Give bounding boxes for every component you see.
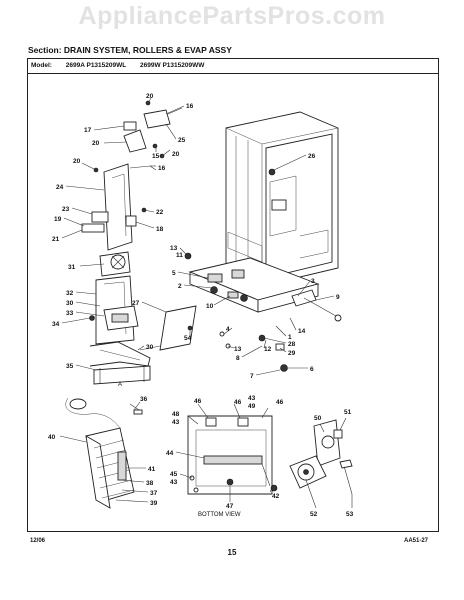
callout-37: 37	[150, 490, 158, 497]
callout-38: 38	[146, 480, 154, 487]
callout-29: 29	[288, 350, 296, 357]
callout-9: 9	[336, 294, 340, 301]
model-number-1: 2699A P1315209WL	[65, 62, 127, 69]
callout-34: 34	[52, 321, 60, 328]
callout-36: 36	[140, 396, 148, 403]
callout-11: 11	[176, 252, 183, 259]
upper-drain-parts	[123, 100, 183, 159]
model-row: Model: 2699A P1315209WL 2699W P1315209WW	[27, 58, 439, 74]
callout-27: 27	[132, 300, 140, 307]
callout-49: 49	[248, 403, 256, 410]
footer-code: AA51-27	[404, 538, 429, 544]
callout-51: 51	[344, 409, 352, 416]
callout-44: 44	[166, 450, 174, 457]
callout-3: 3	[311, 278, 315, 285]
callout-17: 17	[84, 127, 92, 134]
evap-coil	[65, 397, 143, 509]
callout-35: 35	[66, 363, 74, 370]
callout-16: 16	[186, 103, 194, 110]
bottom-view	[187, 415, 278, 495]
section-heading: Section: DRAIN SYSTEM, ROLLERS & EVAP AS…	[28, 45, 232, 55]
model-number-2: 2699W P1315209WW	[140, 62, 205, 69]
callout-25: 25	[178, 137, 186, 144]
callout-53: 53	[346, 511, 354, 518]
callout-43: 43	[172, 419, 180, 426]
callout-50: 50	[314, 415, 322, 422]
callout-14: 14	[298, 328, 306, 335]
leader-lines	[59, 97, 353, 509]
base-frame	[184, 252, 342, 372]
callout-2: 2	[178, 283, 182, 290]
callout-32: 32	[66, 290, 74, 297]
callout-45: 45	[170, 471, 178, 478]
section-prefix: Section:	[28, 45, 62, 55]
watermark: AppliancePartsPros.com	[78, 2, 386, 30]
callout-28: 28	[288, 341, 296, 348]
callout-54: 54	[184, 335, 192, 342]
callout-7: 7	[250, 373, 254, 380]
callout-15: 15	[152, 153, 160, 160]
evap-cover	[81, 163, 157, 251]
callout-16: 16	[158, 165, 166, 172]
callout-46: 46	[276, 399, 284, 406]
callout-12: 12	[264, 346, 272, 353]
callouts: 20 16 17 25 20 15 20 26 20 16 24 23 19 2…	[48, 93, 354, 518]
callout-52: 52	[310, 511, 318, 518]
callout-13: 13	[170, 245, 178, 252]
callout-10: 10	[206, 303, 214, 310]
callout-43: 43	[170, 479, 178, 486]
callout-18: 18	[156, 226, 164, 233]
callout-42: 42	[272, 493, 280, 500]
callout-48: 48	[172, 411, 180, 418]
callout-46: 46	[194, 398, 202, 405]
roller-assemblies	[289, 419, 353, 495]
callout-33: 33	[66, 310, 74, 317]
callout-19: 19	[54, 216, 62, 223]
callout-40: 40	[48, 434, 56, 441]
footer-date: 12/06	[30, 538, 46, 544]
callout-20: 20	[92, 140, 100, 147]
callout-39: 39	[150, 500, 158, 507]
callout-47: 47	[226, 503, 234, 510]
callout-31: 31	[68, 264, 76, 271]
callout-20: 20	[172, 151, 180, 158]
model-label: Model:	[31, 62, 52, 69]
callout-41: 41	[148, 466, 156, 473]
callout-30: 30	[146, 344, 154, 351]
callout-13: 13	[234, 346, 242, 353]
callout-1: 1	[288, 334, 292, 341]
section-title: DRAIN SYSTEM, ROLLERS & EVAP ASSY	[63, 45, 232, 55]
fan-drain-assembly	[89, 251, 197, 385]
callout-46: 46	[234, 399, 242, 406]
callout-6: 6	[310, 366, 314, 373]
callout-20: 20	[146, 93, 154, 100]
callout-8: 8	[236, 355, 240, 362]
diagram-frame	[27, 58, 439, 532]
callout-24: 24	[56, 184, 64, 191]
callout-4: 4	[226, 326, 230, 333]
page-number: 15	[227, 548, 237, 557]
callout-20: 20	[73, 158, 81, 165]
cabinet	[225, 111, 339, 287]
callout-5: 5	[172, 270, 176, 277]
callout-30: 30	[66, 300, 74, 307]
callout-26: 26	[308, 153, 316, 160]
base-arrow-label: A	[118, 382, 122, 388]
callout-22: 22	[156, 209, 164, 216]
callout-21: 21	[52, 236, 60, 243]
callout-43: 43	[248, 395, 256, 402]
callout-23: 23	[62, 206, 70, 213]
bottom-view-caption: BOTTOM VIEW	[198, 512, 241, 518]
